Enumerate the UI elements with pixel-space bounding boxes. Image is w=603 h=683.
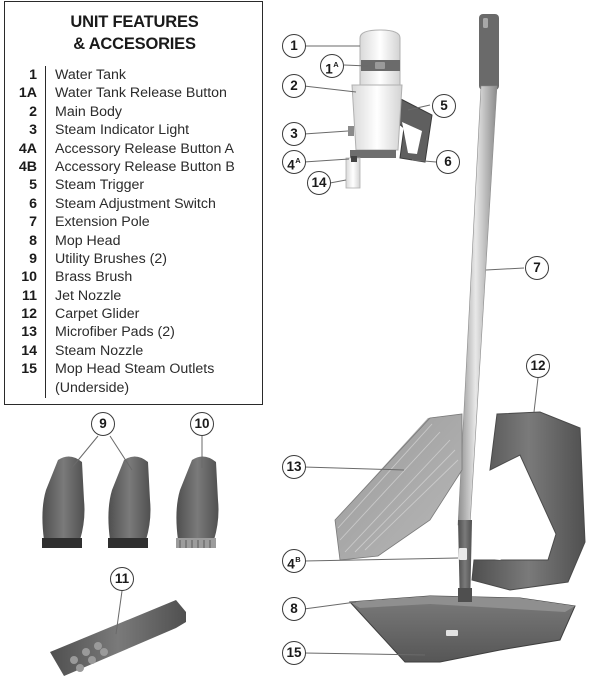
- list-item: 9 Utility Brushes (2): [5, 250, 264, 268]
- feature-number: 1A: [18, 85, 37, 102]
- feature-number: 13: [21, 324, 37, 341]
- callout-2: 2: [282, 74, 306, 98]
- feature-number: 10: [21, 269, 37, 286]
- list-item: 1A Water Tank Release Button: [5, 84, 264, 102]
- list-item: 4B Accessory Release Button B: [5, 158, 264, 176]
- list-item: 11 Jet Nozzle: [5, 287, 264, 305]
- list-item: 5 Steam Trigger: [5, 176, 264, 194]
- feature-label: Accessory Release Button B: [55, 158, 235, 175]
- feature-number: 14: [21, 342, 37, 359]
- utility-brush-shapes: [42, 456, 151, 548]
- callout-1: 1: [282, 34, 306, 58]
- feature-label: Microfiber Pads (2): [55, 324, 175, 341]
- feature-label: Extension Pole: [55, 214, 150, 231]
- features-panel: UNIT FEATURES & ACCESORIES 1 Water Tank 1…: [4, 1, 263, 405]
- feature-label: Mop Head Steam Outlets (Underside): [55, 361, 215, 396]
- list-item: 14 Steam Nozzle: [5, 342, 264, 360]
- list-item: 1 Water Tank: [5, 66, 264, 84]
- handheld-unit: [345, 29, 433, 189]
- feature-label: Main Body: [55, 103, 123, 120]
- list-item: 10 Brass Brush: [5, 268, 264, 286]
- feature-label: Jet Nozzle: [55, 287, 122, 304]
- features-title-line2: & ACCESORIES: [73, 35, 196, 53]
- list-item: 12 Carpet Glider: [5, 305, 264, 323]
- callout-13: 13: [282, 455, 306, 479]
- callout-4b: 4B: [282, 549, 306, 573]
- carpet-glider-shape: [471, 411, 586, 591]
- feature-number: 4B: [18, 158, 37, 175]
- feature-number: 3: [29, 122, 37, 139]
- feature-label: Carpet Glider: [55, 306, 140, 323]
- callout-8: 8: [282, 597, 306, 621]
- feature-label: Steam Nozzle: [55, 342, 144, 359]
- list-item: 3 Steam Indicator Light: [5, 121, 264, 139]
- feature-label: Mop Head: [55, 232, 121, 249]
- feature-number: 6: [29, 195, 37, 212]
- jet-nozzle-shape: [50, 600, 186, 676]
- feature-number: 11: [22, 287, 37, 304]
- feature-label: Brass Brush: [55, 269, 133, 286]
- callout-9: 9: [91, 412, 115, 436]
- callout-11: 11: [110, 567, 134, 591]
- callout-7: 7: [525, 256, 549, 280]
- callout-6: 6: [436, 150, 460, 174]
- feature-number: 7: [29, 214, 37, 231]
- callout-12: 12: [526, 354, 550, 378]
- feature-label: Steam Indicator Light: [55, 122, 190, 139]
- feature-number: 1: [29, 67, 37, 83]
- extension-pole-shape: [457, 14, 499, 610]
- feature-number: 12: [21, 306, 37, 323]
- brass-brush-shape: [176, 456, 219, 548]
- feature-number: 9: [29, 250, 37, 267]
- callout-14: 14: [307, 171, 331, 195]
- list-item: 4A Accessory Release Button A: [5, 140, 264, 158]
- feature-number: 8: [29, 232, 37, 249]
- features-title: UNIT FEATURES & ACCESORIES: [5, 11, 264, 55]
- list-item: 6 Steam Adjustment Switch: [5, 195, 264, 213]
- list-item: 2 Main Body: [5, 103, 264, 121]
- mop-head-shape: [348, 588, 576, 663]
- feature-label: Accessory Release Button A: [55, 140, 235, 157]
- feature-number: 5: [29, 177, 37, 194]
- feature-label: Steam Trigger: [55, 177, 145, 194]
- main-body-shape: [351, 84, 403, 151]
- callout-5: 5: [432, 94, 456, 118]
- features-title-line1: UNIT FEATURES: [70, 13, 199, 31]
- list-item: 8 Mop Head: [5, 232, 264, 250]
- list-item: 7 Extension Pole: [5, 213, 264, 231]
- callout-4a: 4A: [282, 150, 306, 174]
- callout-3: 3: [282, 122, 306, 146]
- handle-inner: [402, 122, 422, 154]
- tank-release-btn: [375, 62, 385, 69]
- list-item: 15 Mop Head Steam Outlets (Underside): [5, 360, 264, 397]
- features-divider: [45, 66, 46, 398]
- callout-1a: 1A: [320, 54, 344, 78]
- feature-label: Water Tank: [55, 67, 126, 83]
- lower-collar: [350, 150, 396, 158]
- indicator-light-shape: [348, 126, 354, 136]
- water-tank-shape: [359, 29, 401, 86]
- microfiber-pad-shape: [334, 413, 463, 561]
- feature-label: Water Tank Release Button: [55, 85, 227, 102]
- feature-number: 15: [21, 361, 37, 378]
- feature-number: 4A: [18, 140, 37, 157]
- feature-number: 2: [29, 103, 37, 120]
- callout-10: 10: [190, 412, 214, 436]
- accessory-release-a: [351, 156, 357, 162]
- feature-label: Utility Brushes (2): [55, 250, 167, 267]
- list-item: 13 Microfiber Pads (2): [5, 323, 264, 341]
- callout-15: 15: [282, 641, 306, 665]
- feature-label: Steam Adjustment Switch: [55, 195, 216, 212]
